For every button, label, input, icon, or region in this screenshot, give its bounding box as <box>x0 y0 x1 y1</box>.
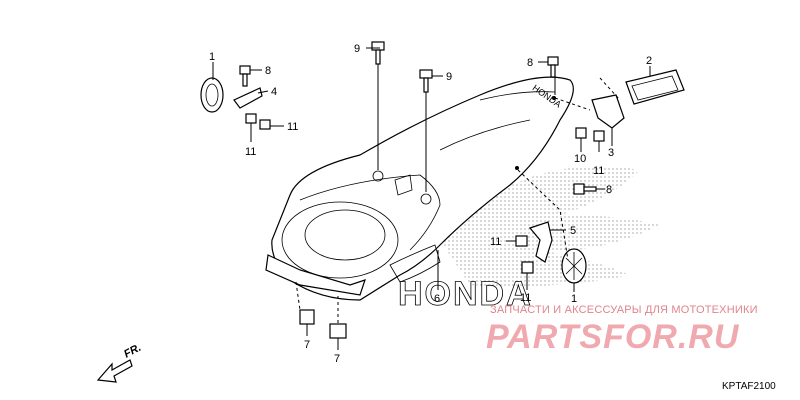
callout-8-left: 8 <box>265 65 271 77</box>
callout-9-b: 9 <box>446 71 452 83</box>
callout-8-top: 8 <box>527 57 533 69</box>
callout-7-a: 7 <box>304 339 310 351</box>
honda-background-text: HONDA <box>398 275 533 313</box>
callout-9-a: 9 <box>354 43 360 55</box>
callout-3: 3 <box>608 147 614 159</box>
bolt-9-b <box>419 69 433 93</box>
bracket-right <box>591 94 625 129</box>
bracket-left <box>233 87 263 109</box>
nut-left-b <box>259 119 271 130</box>
callout-5: 5 <box>570 225 576 237</box>
reflector-left <box>200 77 224 113</box>
callout-11-left-a: 11 <box>287 121 298 133</box>
reflector-right <box>561 248 587 284</box>
callout-4: 4 <box>271 86 277 98</box>
nut-left-a <box>245 113 257 124</box>
bolt-left <box>239 65 251 87</box>
nut-10 <box>575 127 587 139</box>
bolt-top-right <box>547 56 559 78</box>
callout-11-left-b: 11 <box>245 146 256 158</box>
callout-8-mid: 8 <box>606 184 612 196</box>
callout-1-right: 1 <box>571 293 577 305</box>
nut-lower-b <box>521 261 534 274</box>
bolt-mid-right <box>573 183 597 195</box>
watermark-logo: PARTSFOR.RU <box>486 318 740 356</box>
callout-11-lower-a: 11 <box>490 236 501 248</box>
collar-7-b <box>329 323 347 339</box>
callout-10: 10 <box>574 153 586 165</box>
callout-7-b: 7 <box>334 353 340 365</box>
diagram-code: KPTAF2100 <box>722 381 776 392</box>
rear-fender: HONDA <box>265 76 574 301</box>
nut-lower-a <box>515 235 528 247</box>
callout-6: 6 <box>434 293 440 305</box>
callout-11-lower-b: 11 <box>520 292 531 304</box>
nut-right <box>593 130 605 142</box>
callout-labels: 1 8 4 11 11 9 9 8 2 10 11 3 8 5 11 11 1 … <box>209 43 652 365</box>
leader-lines <box>212 47 651 350</box>
bracket-5 <box>528 221 553 263</box>
bolt-9-a <box>371 41 385 65</box>
callout-11-right: 11 <box>593 165 604 177</box>
watermark-caption: ЗАПЧАСТИ И АКСЕССУАРЫ ДЛЯ МОТОТЕХНИКИ <box>490 304 758 316</box>
front-direction-arrow-icon <box>96 359 133 383</box>
callout-1-left: 1 <box>209 51 215 63</box>
callout-2: 2 <box>646 55 652 67</box>
license-light <box>625 69 685 105</box>
collar-7-a <box>299 309 315 325</box>
